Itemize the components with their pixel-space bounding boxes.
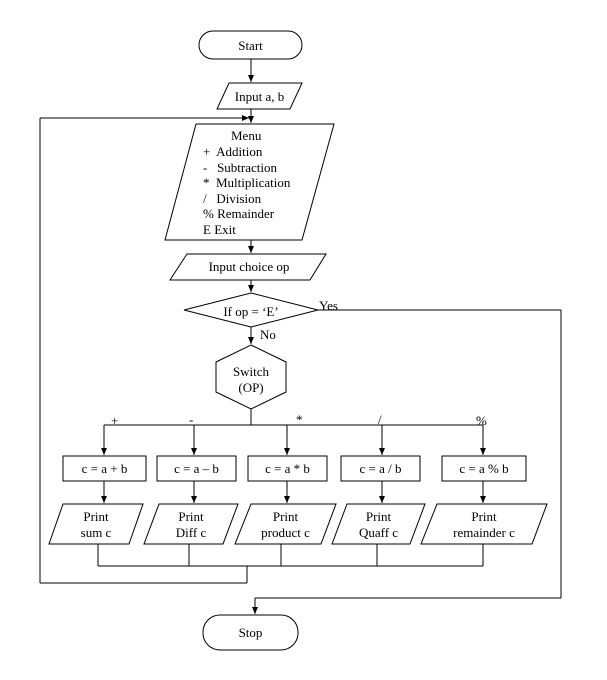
switch-label-line2: (OP) <box>238 380 264 395</box>
calc-mod-label: c = a % b <box>459 461 509 476</box>
branch-label-mod: % <box>476 413 487 428</box>
menu-item-addition: + Addition <box>203 144 263 159</box>
print-product-line2: product c <box>261 525 310 540</box>
menu-title: Menu <box>231 128 262 143</box>
print-quaff-line2: Quaff c <box>358 525 399 540</box>
calc-sub-label: c = a – b <box>174 461 219 476</box>
print-sum-shape <box>48 503 144 545</box>
branch-label-div: / <box>378 412 382 427</box>
input-ab-shape <box>216 82 303 110</box>
stop-label: Stop <box>238 625 263 640</box>
branch-label-add: + <box>111 413 119 428</box>
menu-item-division: / Division <box>203 190 262 206</box>
calc-box-add <box>62 455 147 482</box>
print-sum-line2: sum c <box>80 525 112 540</box>
no-label: No <box>260 327 276 342</box>
print-diff-line1: Print <box>178 509 204 524</box>
yes-label: Yes <box>319 298 338 313</box>
calc-box-mod <box>441 455 527 482</box>
branch-label-mul: * <box>296 412 303 427</box>
menu-item-multiplication: * Multiplication <box>203 175 291 190</box>
menu-items: + Addition - Subtraction * Multiplicatio… <box>203 144 290 237</box>
menu-item-exit: E Exit <box>203 221 236 237</box>
calc-mul-label: c = a * b <box>265 461 310 476</box>
start-label: Start <box>238 38 263 53</box>
calc-box-div <box>340 455 421 482</box>
print-quaff-line1: Print <box>365 509 392 524</box>
print-quaff-shape <box>331 503 426 545</box>
print-diff-shape <box>143 503 239 545</box>
print-remainder-line1: Print <box>471 509 497 524</box>
calc-div-label: c = a / b <box>359 461 402 476</box>
stop-terminal <box>202 614 299 651</box>
print-diff-line2: Diff c <box>175 525 207 540</box>
menu-item-subtraction: - Subtraction <box>203 159 278 175</box>
print-sum-line1: Print <box>83 509 109 524</box>
input-ab-label: Input a, b <box>234 89 285 104</box>
switch-label-line1: Switch <box>232 364 270 379</box>
input-choice-shape <box>169 253 327 281</box>
branch-label-sub: - <box>189 412 194 427</box>
calc-box-mul <box>247 455 328 482</box>
menu-item-remainder: % Remainder <box>203 206 275 221</box>
decision-label: If op = ‘E’ <box>223 304 279 319</box>
print-remainder-line2: remainder c <box>453 525 515 540</box>
print-product-shape <box>234 503 337 545</box>
menu-shape <box>164 123 335 241</box>
print-remainder-shape <box>420 503 548 545</box>
calc-add-label: c = a + b <box>81 461 128 476</box>
print-product-line1: Print <box>272 509 299 524</box>
input-choice-label: Input choice op <box>208 259 290 274</box>
calc-box-sub <box>156 455 237 482</box>
